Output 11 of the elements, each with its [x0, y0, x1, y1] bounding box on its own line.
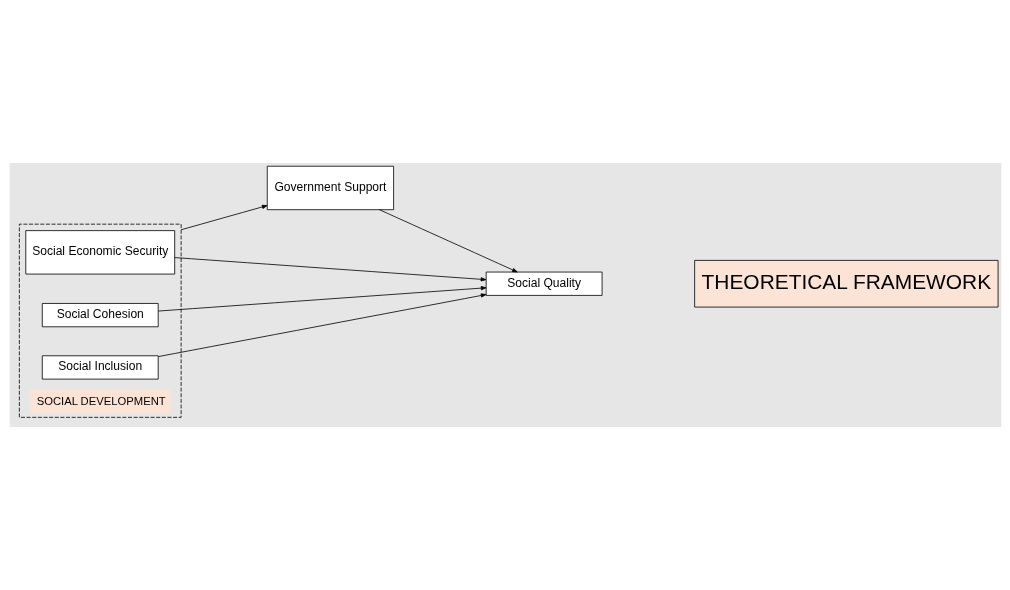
arrow [173, 257, 486, 282]
node-box: Social Quality [485, 271, 602, 296]
node-box: Social Cohesion [41, 303, 159, 328]
arrow [180, 204, 267, 231]
node-box: Government Support [266, 165, 394, 211]
node-box: Social Inclusion [41, 355, 159, 380]
arrow [157, 286, 486, 312]
arrow [157, 293, 486, 357]
node-box: THEORETICAL FRAMEWORK [693, 260, 998, 308]
node-box: Social Economic Security [24, 230, 175, 275]
arrow [378, 209, 518, 273]
